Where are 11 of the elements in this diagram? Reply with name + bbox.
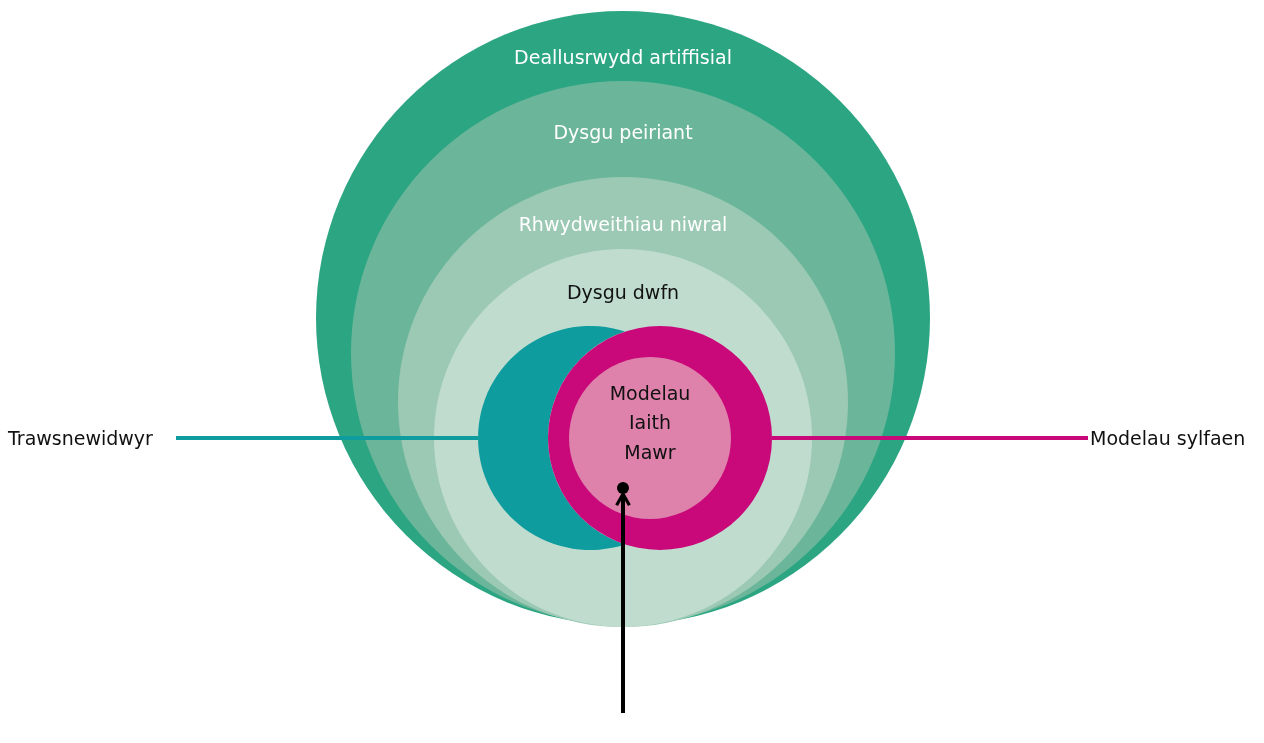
arrow xyxy=(615,492,631,713)
callout-label: Trawsnewidwyr xyxy=(8,426,153,451)
callout-label: Modelau sylfaen xyxy=(1090,426,1246,451)
region-label: Deallusrwydd artiffisial xyxy=(514,45,732,70)
connector-line xyxy=(176,436,478,440)
region-label: Modelau Iaith Mawr xyxy=(608,381,692,465)
region-label: Dysgu dwfn xyxy=(566,280,680,305)
dot-marker xyxy=(617,482,629,494)
region-label: Dysgu peiriant xyxy=(553,120,693,145)
connector-line xyxy=(772,436,1088,440)
region-label: Rhwydweithiau niwral xyxy=(518,212,728,237)
